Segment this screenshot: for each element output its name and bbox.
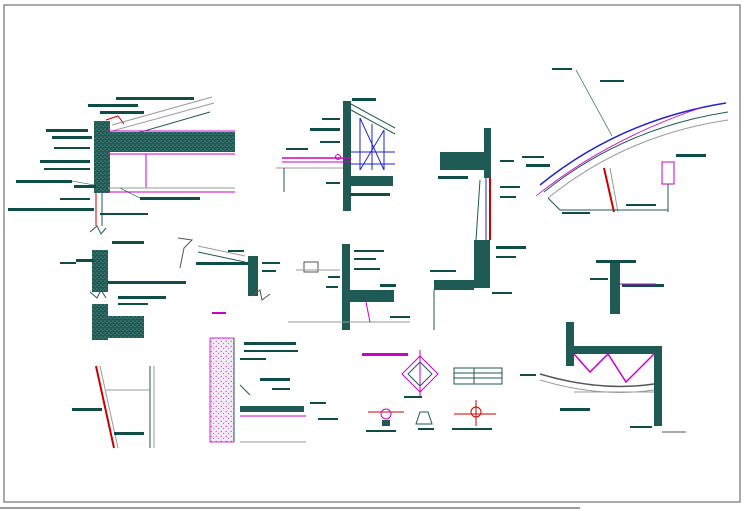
- detail-parapet: [288, 244, 410, 330]
- detail-slab-glazing: [430, 128, 526, 330]
- detail-insulated-wall: [209, 337, 338, 443]
- detail-sloped-glazing: [72, 365, 155, 449]
- detail-truss-seat: [276, 98, 396, 211]
- detail-anchors: [362, 350, 503, 432]
- detail-roof-eave: [8, 96, 235, 226]
- detail-column-beam: [590, 260, 664, 314]
- detail-curved-roof: [522, 68, 729, 214]
- detail-wall-section: [60, 225, 186, 340]
- detail-small-eave: [177, 237, 280, 314]
- detail-frame-roof: [520, 322, 686, 433]
- drawing-border: [3, 4, 741, 503]
